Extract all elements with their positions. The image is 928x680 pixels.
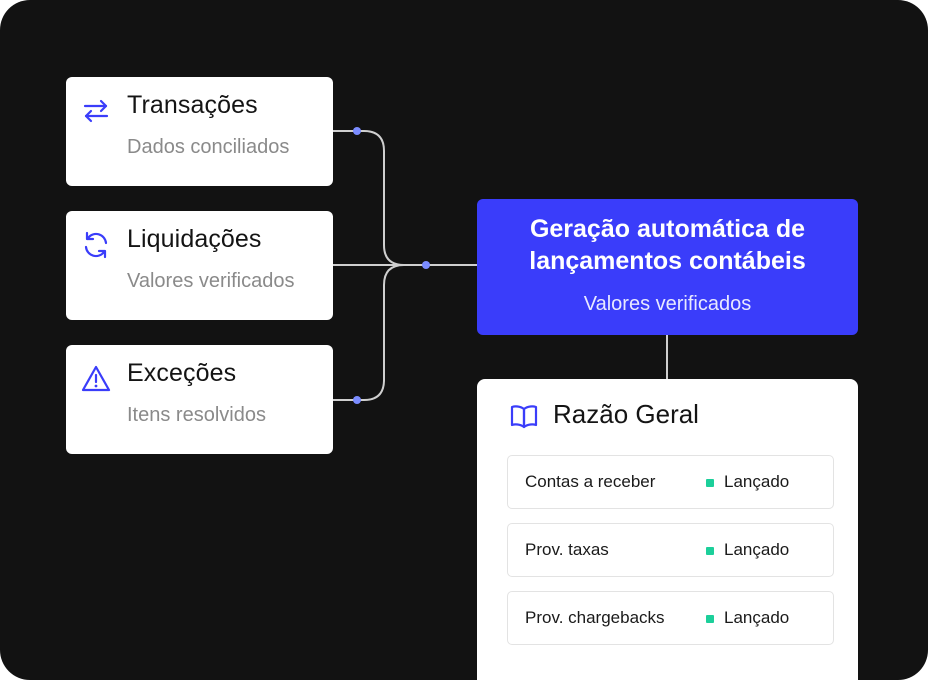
ledger-row-status: Lançado — [724, 540, 790, 559]
node-dot-transacoes — [353, 127, 361, 135]
connector-transacoes — [333, 130, 405, 266]
ledger-card: Razão Geral Contas a receber Lançado Pro… — [477, 379, 858, 680]
ledger-row: Prov. taxas Lançado — [507, 523, 834, 577]
source-card-transacoes: Transações Dados conciliados — [66, 77, 333, 186]
process-title-line2: lançamentos contábeis — [529, 247, 806, 275]
source-subtitle: Dados conciliados — [127, 136, 290, 158]
ledger-row-label: Prov. taxas — [525, 540, 609, 559]
ledger-row-label: Prov. chargebacks — [525, 608, 665, 627]
source-subtitle: Valores verificados — [127, 270, 295, 292]
source-title: Exceções — [127, 359, 237, 387]
ledger-row: Contas a receber Lançado — [507, 455, 834, 509]
node-dot-junction — [422, 261, 430, 269]
process-card: Geração automática de lançamentos contáb… — [477, 199, 858, 335]
source-title: Transações — [127, 91, 258, 119]
process-title-line1: Geração automática de — [529, 215, 806, 243]
ledger-row-status: Lançado — [724, 608, 790, 627]
ledger-row: Prov. chargebacks Lançado — [507, 591, 834, 645]
ledger-title: Razão Geral — [553, 399, 699, 429]
process-subtitle: Valores verificados — [583, 293, 752, 315]
ledger-row-label: Contas a receber — [525, 472, 656, 491]
ledger-row-status: Lançado — [724, 472, 790, 491]
source-card-excecoes: Exceções Itens resolvidos — [66, 345, 333, 454]
arrows-exchange-icon — [83, 99, 109, 123]
book-open-icon — [510, 405, 538, 429]
source-title: Liquidações — [127, 225, 262, 253]
status-dot — [706, 547, 714, 555]
node-dot-excecoes — [353, 396, 361, 404]
connector-excecoes — [333, 264, 405, 401]
process-title: Geração automática de lançamentos contáb… — [477, 213, 858, 277]
status-dot — [706, 479, 714, 487]
warning-triangle-icon — [81, 365, 111, 392]
refresh-icon — [84, 231, 108, 259]
source-subtitle: Itens resolvidos — [127, 404, 266, 426]
source-card-liquidacoes: Liquidações Valores verificados — [66, 211, 333, 320]
status-dot — [706, 615, 714, 623]
